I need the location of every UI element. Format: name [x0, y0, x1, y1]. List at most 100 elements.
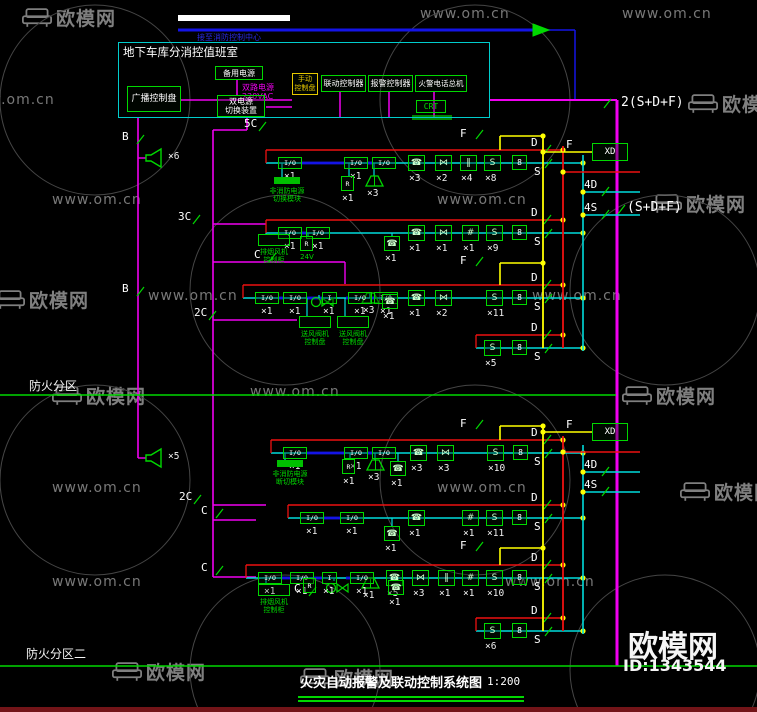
- tick-mark: [475, 419, 484, 430]
- arrow-head-icon: [532, 23, 551, 37]
- d-label: D: [531, 604, 538, 617]
- junction-dot: [580, 489, 586, 495]
- tick-mark: [136, 134, 145, 145]
- io-module: I/O: [374, 292, 398, 304]
- tick-mark: [475, 256, 484, 267]
- watermark-url: www.om.cn: [148, 288, 238, 304]
- multiplier: ×3: [367, 188, 379, 199]
- io-module: I/O: [340, 512, 364, 524]
- tick-mark: [617, 204, 626, 215]
- equipment-note: 排烟风机 控制柜: [260, 248, 288, 264]
- f-label: F: [460, 254, 467, 267]
- watermark-brand-text: 欧模网: [722, 94, 757, 116]
- smoke-detector: S: [486, 510, 503, 526]
- multiplier: ×11: [487, 308, 505, 319]
- multiplier: ×3: [368, 472, 380, 483]
- branch-label: 3C: [178, 210, 192, 223]
- f-label: F: [460, 417, 467, 430]
- s4-label: 4S: [584, 201, 598, 214]
- valve-icon: [310, 296, 322, 308]
- branch-label: B: [122, 282, 129, 295]
- sofa-icon: [22, 7, 52, 27]
- io-module: I/O: [372, 157, 396, 169]
- broadcast-panel-box: 广播控制盘: [127, 86, 181, 112]
- junction-dot: [560, 169, 566, 175]
- multiplier: ×6: [485, 641, 497, 652]
- watermark-circle: [189, 574, 381, 712]
- s4-label: 4S: [584, 478, 598, 491]
- multiplier: ×1: [389, 597, 401, 608]
- sounder-strobe: 8: [512, 623, 527, 638]
- fire-phone-box: 火警电话总机: [415, 75, 467, 92]
- watermark-url: www.om.cn: [532, 288, 622, 304]
- watermark-brand: 欧模网: [22, 4, 116, 31]
- d-label: D: [531, 136, 538, 149]
- multiplier: ×1: [380, 306, 392, 317]
- crt-box: CRT: [416, 100, 446, 113]
- multiplier: ×1: [383, 311, 395, 322]
- multiplier: ×1: [409, 308, 421, 319]
- speaker-multiplier: ×6: [168, 151, 180, 162]
- equipment-note: 排烟风机 控制柜: [260, 598, 288, 614]
- riser-mid-label: (S+D+F): [627, 200, 682, 215]
- bottom-strip: [0, 707, 757, 712]
- multiplier: ×3: [411, 463, 423, 474]
- multiplier: ×1: [409, 528, 421, 539]
- device-call-point: ⋈: [412, 570, 429, 586]
- control-room-outline: [118, 42, 490, 118]
- junction-dot: [580, 469, 586, 475]
- tick-mark: [258, 121, 267, 132]
- f-label: F: [460, 539, 467, 552]
- equipment-note: 非消防电源 断切模块: [272, 470, 308, 486]
- tick-mark: [601, 486, 610, 497]
- multiplier: ×5: [387, 588, 399, 599]
- watermark-brand: 欧模网: [622, 382, 716, 409]
- io-module: I/O: [300, 512, 324, 524]
- device-bars-detector: ‖: [438, 570, 455, 586]
- tick-mark: [544, 513, 553, 524]
- watermark-url: www.om.cn: [250, 384, 340, 400]
- relay-module: R: [341, 176, 354, 191]
- alarm-bell-icon: [365, 459, 386, 471]
- tick-mark: [543, 559, 552, 570]
- phone-module: ☎: [384, 236, 400, 251]
- multiplier: ×10: [488, 463, 506, 474]
- equipment-box: [258, 584, 290, 596]
- device-phone-jack: ☎: [408, 225, 425, 241]
- alarm-bell-icon: [364, 175, 385, 187]
- tick-mark: [543, 612, 552, 623]
- branch-label: 2C: [179, 490, 193, 503]
- watermark-url: www.om.cn: [52, 192, 142, 208]
- watermark-brand-text: 欧模网: [29, 290, 90, 312]
- device-call-point: ⋈: [435, 290, 452, 306]
- io-module: I/O: [278, 157, 302, 169]
- speaker-multiplier: ×5: [168, 451, 180, 462]
- multiplier: ×3: [409, 173, 421, 184]
- multiplier: ×1: [439, 588, 451, 599]
- speaker-icon: [145, 447, 162, 469]
- device-call-point: ⋈: [435, 155, 452, 171]
- watermark-circle: [379, 384, 571, 576]
- io-module: I/O: [290, 572, 314, 584]
- junction-dot: [540, 149, 546, 155]
- io-module: I/O: [348, 292, 372, 304]
- multiplier: ×1: [356, 586, 368, 597]
- io-module: I/O: [283, 292, 307, 304]
- multiplier: ×8: [485, 173, 497, 184]
- device-phone-jack: ☎: [410, 445, 427, 461]
- phone-module: ☎: [390, 461, 406, 476]
- smoke-detector: S: [484, 340, 501, 356]
- junction-dot: [580, 189, 586, 195]
- f-label: F: [460, 127, 467, 140]
- s-label: S: [534, 165, 541, 178]
- s-label: S: [534, 455, 541, 468]
- watermark-brand-text: 欧模网: [714, 482, 757, 504]
- riser-top-label: 2(S+D+F): [621, 95, 684, 110]
- multiplier: ×1: [264, 586, 276, 597]
- linkage-controller-box: 联动控制器: [321, 75, 366, 92]
- multiplier: ×1: [306, 526, 318, 537]
- tick-mark: [193, 494, 202, 505]
